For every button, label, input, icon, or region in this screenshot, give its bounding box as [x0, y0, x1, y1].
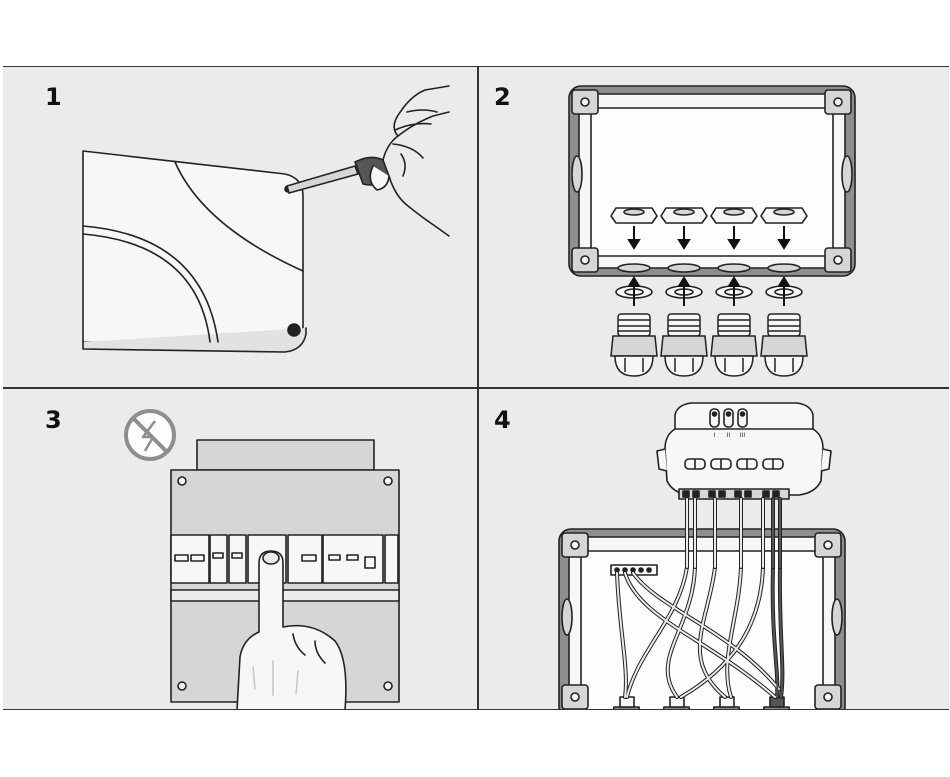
step-3-panel: 3	[3, 389, 477, 710]
instruction-sheet: 1	[3, 66, 949, 710]
step-4-illustration: I II III	[479, 389, 949, 710]
module-button-label-3: III	[740, 432, 746, 439]
step-4-panel: I II III 4	[479, 389, 949, 710]
frame-top-line	[3, 66, 949, 67]
step-1-panel: 1	[3, 66, 477, 387]
step-number: 4	[494, 406, 511, 434]
module-button-label-2: II	[727, 432, 731, 439]
step-number: 1	[45, 83, 62, 111]
step-number: 2	[494, 83, 511, 111]
step-1-illustration	[3, 66, 477, 387]
frame-bottom-line	[3, 709, 949, 710]
step-3-illustration	[3, 389, 477, 710]
step-2-illustration	[479, 66, 949, 387]
module-button-label-1: I	[714, 432, 716, 439]
frame-middle-line	[3, 387, 949, 389]
no-power-icon	[126, 411, 174, 459]
frame-vertical-divider	[477, 66, 479, 710]
step-2-panel: 2	[479, 66, 949, 387]
step-number: 3	[45, 406, 62, 434]
